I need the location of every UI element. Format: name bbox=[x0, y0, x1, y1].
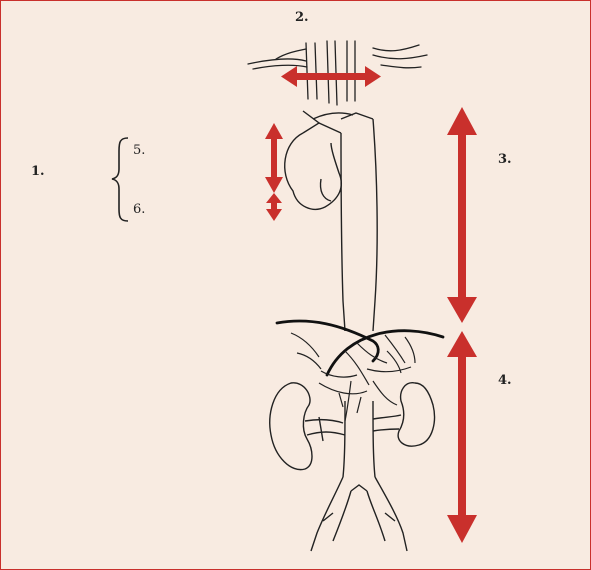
left-kidney bbox=[269, 382, 313, 471]
kidneys bbox=[269, 382, 436, 471]
label-4: 4. bbox=[498, 373, 512, 388]
descending-aorta bbox=[340, 118, 378, 332]
right-kidney bbox=[397, 382, 436, 447]
label-1: 1. bbox=[31, 164, 45, 179]
label-2: 2. bbox=[295, 10, 309, 25]
root-length-arrow bbox=[266, 193, 282, 221]
ascending-aorta bbox=[284, 110, 374, 210]
label-6: 6. bbox=[133, 202, 146, 217]
arch-branches bbox=[247, 40, 428, 106]
ascending-length-arrow bbox=[265, 123, 283, 193]
abdominal-aorta bbox=[310, 400, 408, 552]
measurement-arrows bbox=[265, 66, 477, 543]
abdominal-length-arrow bbox=[447, 331, 477, 543]
label-5: 5. bbox=[133, 143, 146, 158]
thoracic-length-arrow bbox=[447, 107, 477, 323]
label-brace bbox=[111, 137, 129, 222]
diaphragm-crura bbox=[275, 319, 445, 377]
label-3: 3. bbox=[498, 152, 512, 167]
arch-width-arrow bbox=[281, 66, 381, 87]
